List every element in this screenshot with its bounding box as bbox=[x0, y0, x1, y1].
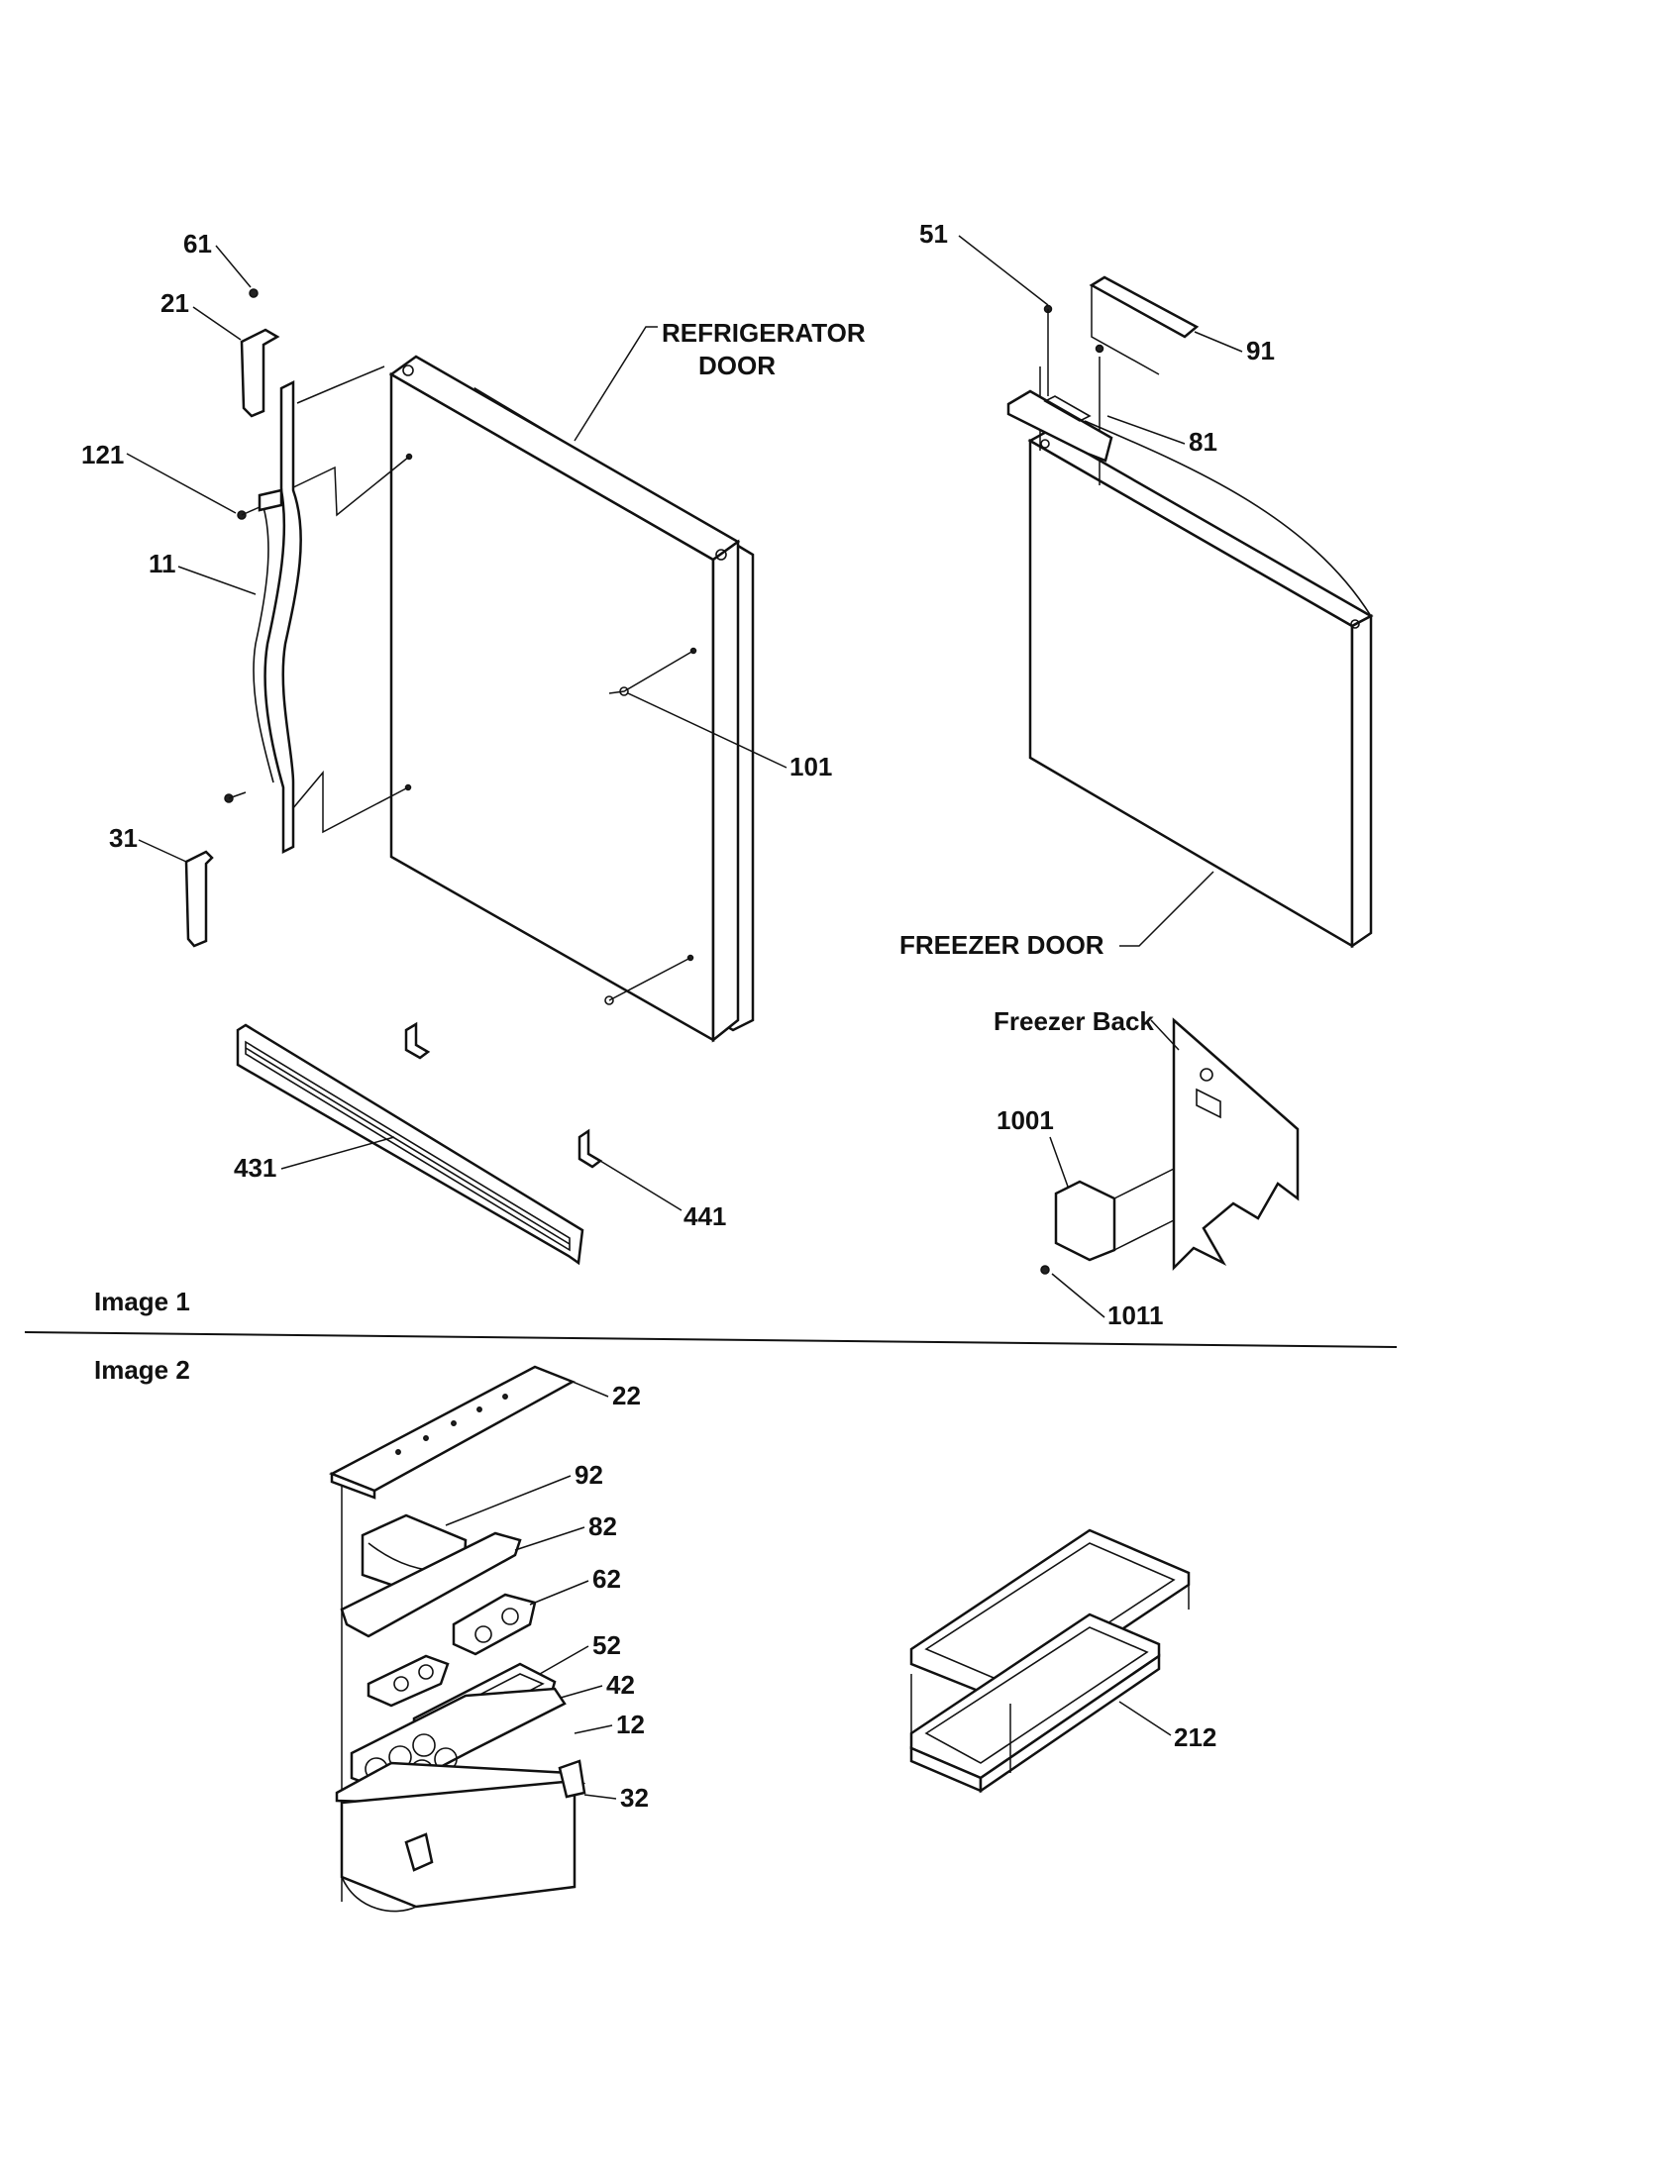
part-label-32: 32 bbox=[620, 1783, 649, 1813]
image-1-caption: Image 1 bbox=[94, 1287, 190, 1316]
freezer-handle-assembly bbox=[1006, 275, 1200, 463]
refrigerator-door bbox=[286, 355, 755, 1043]
part-label-212: 212 bbox=[1174, 1722, 1216, 1752]
part-label-1001: 1001 bbox=[997, 1105, 1054, 1135]
freezer-back-label: Freezer Back bbox=[994, 1006, 1154, 1036]
part-label-92: 92 bbox=[575, 1460, 603, 1490]
part-label-101: 101 bbox=[789, 752, 832, 781]
kick-plate bbox=[236, 1021, 603, 1266]
part-label-91: 91 bbox=[1246, 336, 1275, 365]
part-label-82: 82 bbox=[588, 1511, 617, 1541]
part-label-431: 431 bbox=[234, 1153, 276, 1183]
part-label-12: 12 bbox=[616, 1710, 645, 1739]
part-label-31: 31 bbox=[109, 823, 138, 853]
part-label-52: 52 bbox=[592, 1630, 621, 1660]
freezer-door bbox=[1027, 357, 1374, 949]
ice-cube-trays bbox=[909, 1528, 1191, 1794]
part-label-22: 22 bbox=[612, 1381, 641, 1410]
part-label-11: 11 bbox=[149, 549, 176, 578]
section-divider bbox=[24, 1331, 1398, 1348]
part-label-51: 51 bbox=[919, 219, 948, 249]
freezer-back-panel bbox=[1040, 1017, 1300, 1275]
freezer-door-label: FREEZER DOOR bbox=[899, 930, 1104, 960]
part-label-61: 61 bbox=[183, 229, 212, 259]
dairy-door-components bbox=[329, 1365, 586, 1913]
refrigerator-door-label-line1: REFRIGERATOR bbox=[662, 318, 866, 348]
part-label-441: 441 bbox=[683, 1201, 726, 1231]
refrigerator-door-label-line2: DOOR bbox=[698, 351, 776, 380]
image-2-caption: Image 2 bbox=[94, 1355, 190, 1385]
part-label-1011: 1011 bbox=[1107, 1300, 1163, 1330]
part-label-42: 42 bbox=[606, 1670, 635, 1700]
part-label-62: 62 bbox=[592, 1564, 621, 1594]
part-label-21: 21 bbox=[160, 288, 189, 318]
door-handle-assembly bbox=[184, 288, 302, 948]
part-label-121: 121 bbox=[81, 440, 124, 469]
part-label-81: 81 bbox=[1189, 427, 1217, 457]
